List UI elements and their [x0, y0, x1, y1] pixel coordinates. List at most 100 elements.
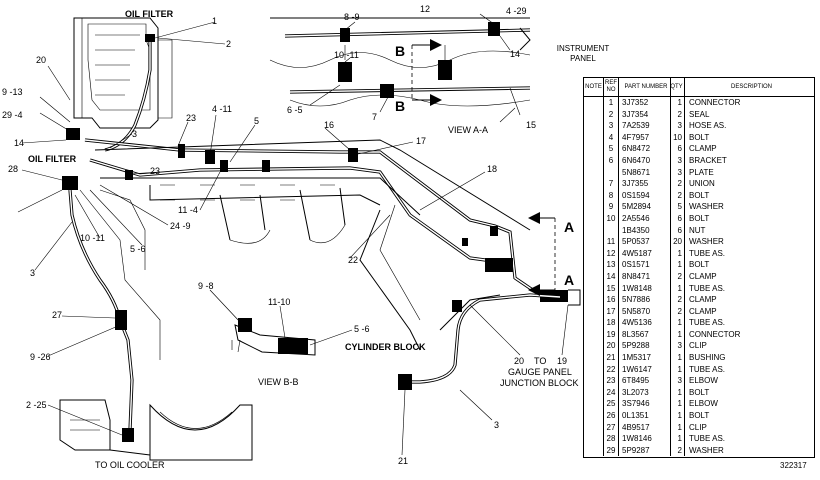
parts-table: NOTE REF NO PART NUMBER QTY DESCRIPTION …	[583, 77, 815, 458]
cell-ref: 28	[604, 433, 619, 445]
label-section-a-bottom: A	[564, 272, 574, 288]
cell-description: TUBE AS.	[689, 318, 726, 328]
label-junction-block: JUNCTION BLOCK	[500, 378, 579, 388]
parts-table-header: NOTE REF NO PART NUMBER QTY DESCRIPTION	[584, 78, 814, 97]
cell-qty: 1	[671, 410, 685, 422]
cell-ref: 6	[604, 154, 619, 167]
view-bb-detail	[231, 318, 316, 356]
cell-qty: 10	[671, 131, 685, 144]
cell-note	[584, 108, 604, 121]
cell-qty: 6	[671, 143, 685, 155]
cell-ref: 3	[604, 120, 619, 132]
cell-description: BOLT	[689, 190, 710, 200]
cell-note	[584, 212, 604, 225]
cell-part-number: 3S7946	[619, 398, 671, 411]
cylinder-block-outline	[94, 139, 531, 351]
callout: 8 -9	[344, 12, 360, 22]
cell-part-number: 7A2539	[619, 120, 671, 132]
cell-part-number: 1B4350	[619, 224, 671, 237]
callout: 3	[494, 420, 499, 430]
table-title-line2: PANEL	[570, 54, 596, 63]
clamp-marks	[62, 128, 568, 302]
cell-ref: 15	[604, 282, 619, 295]
cell-qty: 2	[671, 108, 685, 121]
callout: 18	[487, 164, 497, 174]
cell-qty: 2	[671, 294, 685, 306]
label-section-a-top: A	[564, 219, 574, 235]
callout: 14	[510, 49, 520, 59]
callout: 15	[526, 120, 536, 130]
label-to-oil-cooler: TO OIL COOLER	[95, 460, 165, 470]
cell-ref: 11	[604, 236, 619, 248]
cell-part-number: 5N7886	[619, 294, 671, 306]
cell-ref: 18	[604, 317, 619, 329]
cell-ref	[604, 224, 619, 237]
cell-part-number: 5N8671	[619, 166, 671, 179]
callout: 3	[132, 129, 137, 139]
cell-part-number: 1M5317	[619, 352, 671, 364]
cell-part-number: 6N8472	[619, 143, 671, 155]
cell-part-number: 5P9287	[619, 444, 671, 457]
cell-ref: 1	[604, 97, 619, 109]
cell-part-number: 4F7957	[619, 131, 671, 144]
callout: 1	[212, 16, 217, 26]
callout: 23	[150, 166, 160, 176]
callout: 19	[557, 356, 567, 366]
cell-ref: 20	[604, 340, 619, 353]
label-section-b-bottom: B	[395, 98, 405, 114]
cell-qty: 5	[671, 201, 685, 213]
diagram-labels: OIL FILTER OIL FILTER VIEW A-A VIEW B-B …	[28, 9, 579, 470]
cell-part-number: 3L2073	[619, 386, 671, 399]
label-gauge-panel: GAUGE PANEL	[508, 367, 572, 377]
cell-ref: 5	[604, 143, 619, 155]
callout: 5	[254, 116, 259, 126]
cell-description: CONNECTOR	[689, 329, 741, 339]
cell-ref: 16	[604, 294, 619, 306]
cell-part-number: 3J7354	[619, 108, 671, 121]
cell-qty: 2	[671, 444, 685, 457]
callout: 12	[420, 4, 430, 14]
leader-lines	[17, 13, 569, 456]
cell-description: SEAL	[689, 109, 710, 119]
cell-description: ELBOW	[689, 399, 718, 409]
callout: 11-10	[268, 297, 290, 307]
cell-ref: 17	[604, 305, 619, 318]
cell-note	[584, 282, 604, 295]
cell-note	[584, 317, 604, 329]
cell-note	[584, 97, 604, 109]
cell-qty: 1	[671, 328, 685, 341]
cell-description: CLAMP	[689, 144, 717, 154]
cell-description: TUBE AS.	[689, 283, 726, 293]
cell-note	[584, 247, 604, 260]
cell-ref: 7	[604, 178, 619, 190]
cell-ref: 10	[604, 212, 619, 225]
cell-qty: 1	[671, 247, 685, 260]
cell-description: BRACKET	[689, 155, 727, 165]
cell-part-number: 8N8471	[619, 270, 671, 283]
cell-note	[584, 328, 604, 341]
cell-note	[584, 294, 604, 306]
cell-note	[584, 224, 604, 237]
cell-part-number: 5M2894	[619, 201, 671, 213]
cell-ref: 25	[604, 398, 619, 411]
cell-part-number: 4B9517	[619, 421, 671, 434]
document-number: 322317	[780, 461, 807, 470]
cell-note	[584, 410, 604, 422]
header-qty: QTY	[670, 78, 685, 96]
callout: 22	[348, 255, 358, 265]
